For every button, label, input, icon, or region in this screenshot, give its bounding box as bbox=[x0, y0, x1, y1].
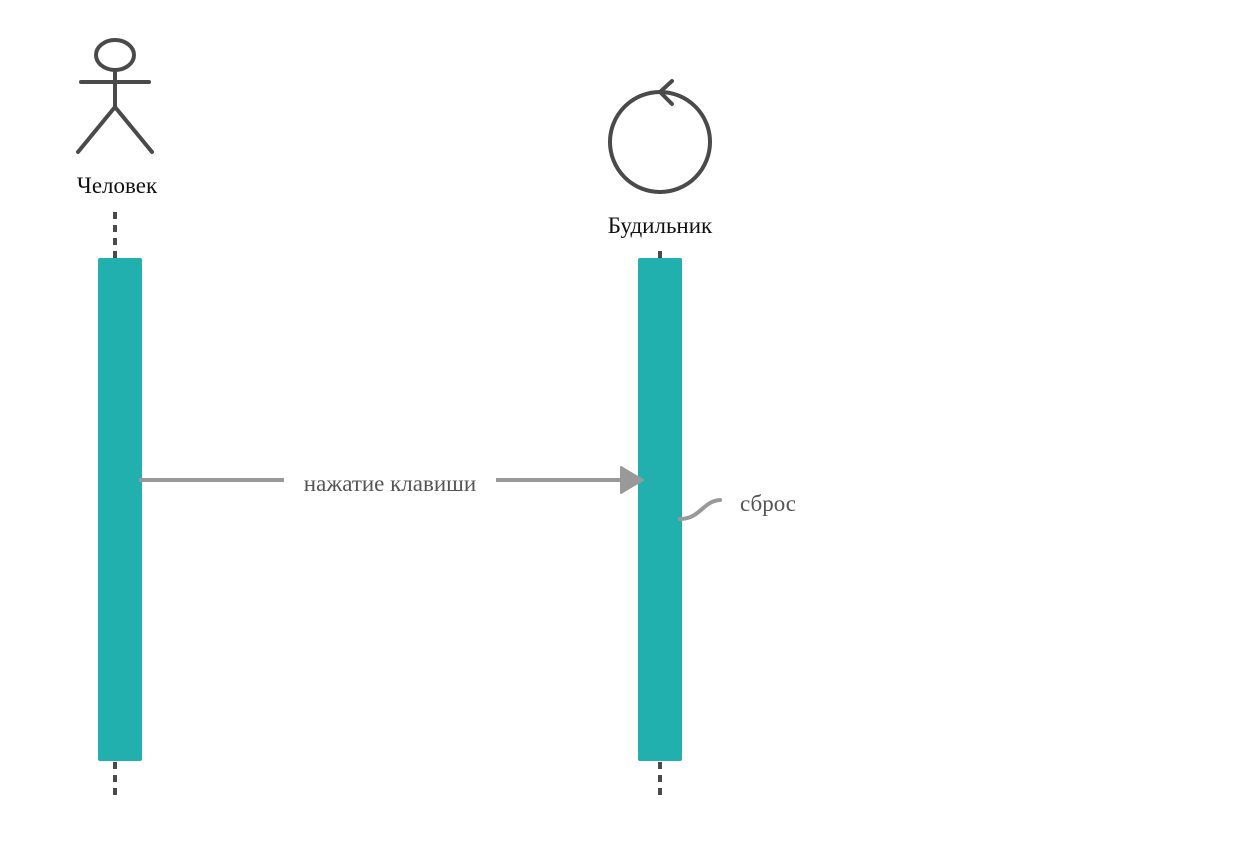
participant-label-person: Человек bbox=[77, 173, 158, 198]
activation-bar-person[interactable] bbox=[98, 258, 142, 761]
participant-alarm[interactable]: Будильник bbox=[608, 79, 713, 238]
control-circle-icon bbox=[608, 79, 712, 194]
note-connector bbox=[678, 498, 722, 521]
self-message-reset[interactable]: сброс bbox=[678, 491, 796, 521]
message-label-reset: сброс bbox=[740, 491, 796, 516]
activation-bar-alarm[interactable] bbox=[638, 258, 682, 761]
participant-person[interactable]: Человек bbox=[76, 38, 158, 198]
arrowhead-icon bbox=[620, 466, 644, 494]
participant-label-alarm: Будильник bbox=[608, 213, 713, 238]
message-label-key-press: нажатие клавиши bbox=[304, 471, 476, 496]
stick-figure-icon bbox=[76, 38, 154, 154]
message-key-press[interactable]: нажатие клавиши bbox=[139, 466, 644, 496]
